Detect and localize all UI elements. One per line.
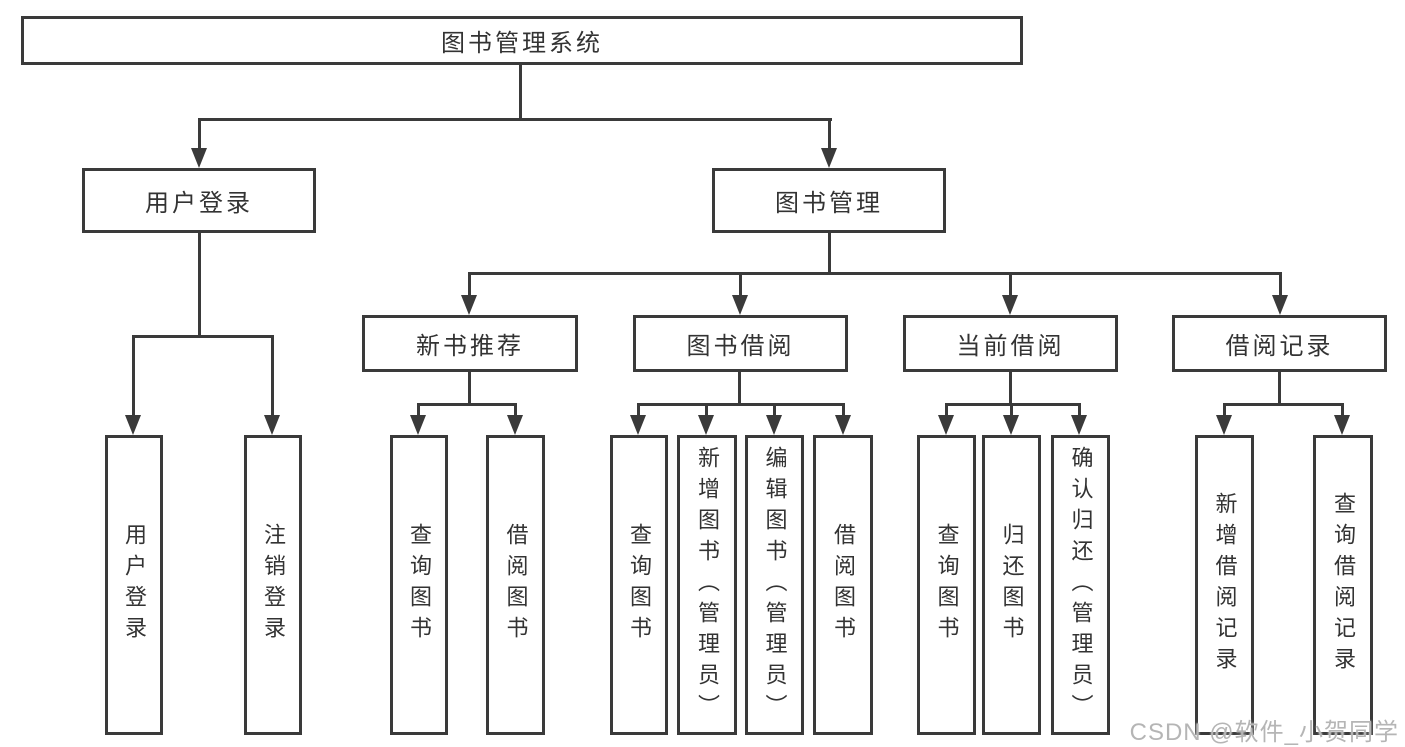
connector-line — [468, 370, 471, 403]
arrow-down-icon — [125, 415, 141, 435]
leaf-label: 借阅图书 — [831, 523, 856, 647]
leaf-label: 查询图书 — [407, 523, 432, 647]
leaf-label: 用户登录 — [122, 523, 147, 647]
arrow-down-icon — [1334, 415, 1350, 435]
node-borrow-records-label: 借阅记录 — [1225, 333, 1334, 360]
connector-line — [468, 272, 1282, 275]
connector-line — [739, 272, 742, 297]
connector-line — [637, 403, 845, 406]
leaf-add-borrow-record: 新增借阅记录 — [1195, 435, 1254, 735]
leaf-label: 查询借阅记录 — [1331, 492, 1356, 678]
arrow-down-icon — [938, 415, 954, 435]
node-new-books: 新书推荐 — [362, 315, 578, 372]
leaf-add-book-admin: 新增图书（管理员） — [677, 435, 737, 735]
csdn-watermark: CSDN @软件_小贺同学 — [1129, 719, 1399, 746]
connector-line — [945, 403, 948, 417]
node-new-books-label: 新书推荐 — [416, 333, 524, 360]
node-book-borrow-label: 图书借阅 — [686, 333, 795, 360]
node-current-borrow: 当前借阅 — [903, 315, 1118, 372]
connector-line — [828, 233, 831, 272]
leaf-borrow-books-2: 借阅图书 — [813, 435, 873, 735]
arrow-down-icon — [835, 415, 851, 435]
connector-line — [514, 403, 517, 417]
leaf-label: 确认归还（管理员） — [1068, 445, 1094, 725]
node-borrow-records: 借阅记录 — [1172, 315, 1387, 372]
arrow-down-icon — [821, 148, 837, 168]
arrow-down-icon — [1216, 415, 1232, 435]
node-user-login: 用户登录 — [82, 168, 316, 233]
leaf-label: 编辑图书（管理员） — [762, 445, 788, 725]
leaf-query-books-3: 查询图书 — [917, 435, 976, 735]
node-user-login-label: 用户登录 — [145, 190, 253, 217]
node-book-borrow: 图书借阅 — [633, 315, 848, 372]
connector-line — [1010, 403, 1013, 417]
arrow-down-icon — [461, 295, 477, 315]
arrow-down-icon — [191, 148, 207, 168]
arrow-down-icon — [1071, 415, 1087, 435]
connector-line — [1341, 403, 1344, 417]
connector-line — [132, 335, 135, 417]
connector-line — [1009, 272, 1012, 297]
connector-line — [132, 335, 274, 338]
leaf-label: 注销登录 — [261, 523, 286, 647]
arrow-down-icon — [766, 415, 782, 435]
arrow-down-icon — [732, 295, 748, 315]
arrow-down-icon — [410, 415, 426, 435]
leaf-query-borrow-record: 查询借阅记录 — [1313, 435, 1373, 735]
connector-line — [738, 370, 741, 403]
arrow-down-icon — [507, 415, 523, 435]
connector-line — [417, 403, 517, 406]
node-root: 图书管理系统 — [21, 16, 1023, 65]
leaf-label: 新增借阅记录 — [1212, 492, 1238, 678]
node-book-management-label: 图书管理 — [775, 190, 883, 217]
connector-line — [842, 403, 845, 417]
node-root-label: 图书管理系统 — [441, 30, 603, 57]
connector-line — [705, 403, 708, 417]
leaf-confirm-return-admin: 确认归还（管理员） — [1051, 435, 1110, 735]
connector-line — [468, 272, 471, 297]
connector-line — [198, 118, 832, 121]
leaf-query-books-1: 查询图书 — [390, 435, 448, 735]
connector-line — [271, 335, 274, 417]
connector-line — [773, 403, 776, 417]
arrow-down-icon — [698, 415, 714, 435]
node-book-management: 图书管理 — [712, 168, 946, 233]
connector-line — [828, 118, 831, 150]
connector-line — [637, 403, 640, 417]
arrow-down-icon — [1002, 295, 1018, 315]
leaf-label: 查询图书 — [627, 523, 652, 647]
connector-line — [1223, 403, 1226, 417]
leaf-user-login: 用户登录 — [105, 435, 163, 735]
leaf-label: 查询图书 — [934, 523, 960, 647]
connector-line — [1278, 370, 1281, 403]
leaf-query-books-2: 查询图书 — [610, 435, 668, 735]
arrow-down-icon — [264, 415, 280, 435]
arrow-down-icon — [1003, 415, 1019, 435]
connector-line — [1279, 272, 1282, 297]
leaf-logout: 注销登录 — [244, 435, 302, 735]
arrow-down-icon — [1272, 295, 1288, 315]
leaf-borrow-books-1: 借阅图书 — [486, 435, 545, 735]
connector-line — [198, 233, 201, 335]
leaf-return-book: 归还图书 — [982, 435, 1041, 735]
node-current-borrow-label: 当前借阅 — [956, 333, 1065, 360]
connector-line — [519, 65, 522, 118]
connector-line — [417, 403, 420, 417]
leaf-label: 借阅图书 — [503, 523, 529, 647]
arrow-down-icon — [630, 415, 646, 435]
connector-line — [945, 403, 1081, 406]
leaf-label: 归还图书 — [999, 523, 1025, 647]
leaf-edit-book-admin: 编辑图书（管理员） — [745, 435, 804, 735]
connector-line — [198, 118, 201, 150]
connector-line — [1223, 403, 1344, 406]
leaf-label: 新增图书（管理员） — [695, 445, 720, 725]
connector-line — [1078, 403, 1081, 417]
connector-line — [1009, 370, 1012, 403]
